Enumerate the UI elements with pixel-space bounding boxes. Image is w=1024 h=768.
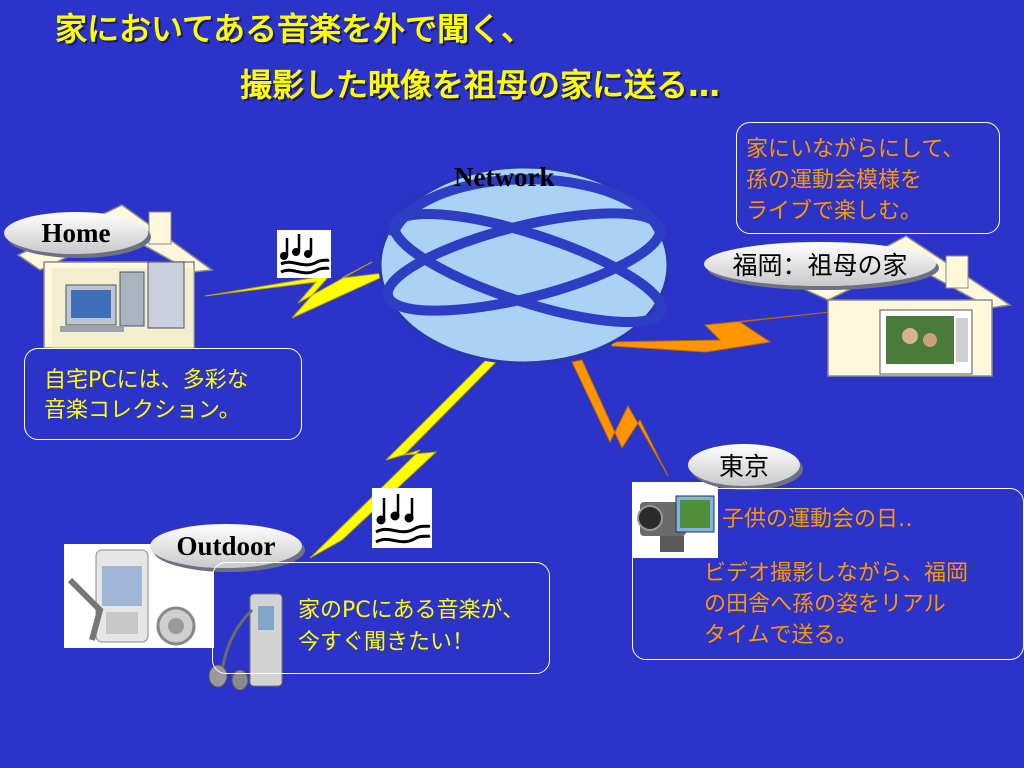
music-notes-icon xyxy=(372,488,432,548)
outdoor-note-line-1: 家のPCにある音楽が、 xyxy=(298,598,525,623)
fukuoka-house-icon xyxy=(804,235,1013,377)
fukuoka-note-box xyxy=(736,122,1000,234)
tokyo-note-line-4: タイムで送る。 xyxy=(704,623,858,648)
home-lightning-bolt xyxy=(204,261,394,319)
network-label: Network xyxy=(454,162,555,192)
outdoor-note-line-2: 今すぐ聞きたい！ xyxy=(298,630,475,655)
home-label-pill: Home xyxy=(4,212,148,254)
fukuoka-label-pill: 福岡：祖母の家 xyxy=(704,242,936,286)
home-note-box xyxy=(24,348,302,440)
camcorder-icon xyxy=(632,482,718,558)
outdoor-lightning-bolt xyxy=(309,356,499,559)
title-line-2: 撮影した映像を祖母の家に送る… xyxy=(240,66,721,104)
outdoor-label: Outdoor xyxy=(176,530,276,561)
tokyo-note-line-2: ビデオ撮影しながら、福岡 xyxy=(704,561,969,586)
home-house-icon xyxy=(16,204,215,349)
title-line-1: 家においてある音楽を外で聞く、 xyxy=(55,10,534,48)
music-player-icon xyxy=(208,593,283,691)
fukuoka-note-line-3: ライブで楽しむ。 xyxy=(746,199,923,224)
home-label: Home xyxy=(41,217,111,248)
home-note-line-1: 自宅PCには、多彩な xyxy=(44,368,249,393)
outdoor-note-box xyxy=(212,562,550,674)
fukuoka-note-line-2: 孫の運動会模様を xyxy=(746,168,923,193)
home-note-line-2: 音楽コレクション。 xyxy=(44,398,241,423)
fukuoka-lightning-bolt xyxy=(609,311,831,353)
tokyo-label-pill: 東京 xyxy=(688,444,800,486)
network-globe xyxy=(378,165,670,365)
fukuoka-note-line-1: 家にいながらにして、 xyxy=(746,137,965,162)
tokyo-label: 東京 xyxy=(718,452,769,481)
tokyo-note-line-3: の田舎へ孫の姿をリアル xyxy=(704,592,946,617)
tokyo-lightning-bolt xyxy=(571,359,669,477)
tokyo-note-line-1: 子供の運動会の日‥ xyxy=(722,507,913,532)
fukuoka-label: 福岡：祖母の家 xyxy=(732,251,908,280)
outdoor-label-pill: Outdoor xyxy=(150,524,302,568)
music-notes-icon xyxy=(277,230,331,278)
